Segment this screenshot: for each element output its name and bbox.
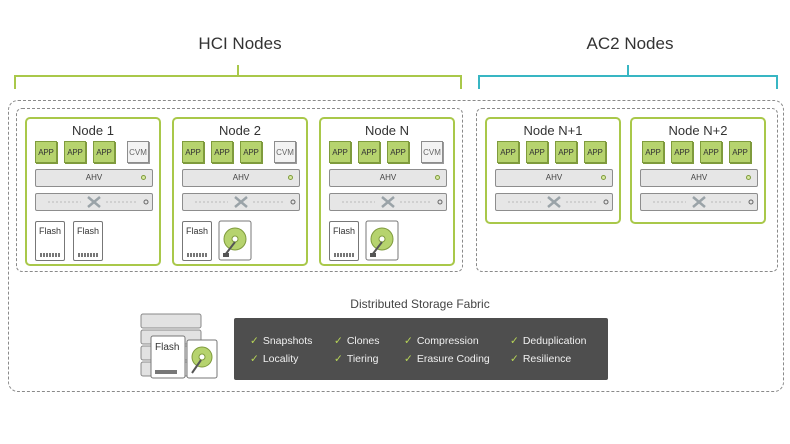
cvm-icon: CVM: [274, 141, 296, 163]
app-icon: APP: [358, 141, 380, 163]
server-bar: [182, 193, 300, 211]
dsf-title: Distributed Storage Fabric: [350, 297, 490, 311]
nutanix-x-icon: [48, 196, 149, 208]
app-icon: APP: [211, 141, 233, 163]
server-bar: [495, 193, 613, 211]
status-led-icon: [435, 175, 440, 180]
server-bar: [35, 193, 153, 211]
node-title: Node N: [364, 123, 410, 138]
hypervisor-label: AHV: [232, 173, 250, 182]
app-icon: APP: [729, 141, 751, 163]
ac2-bracket: [478, 75, 778, 89]
check-icon: ✓: [250, 353, 259, 365]
hci-bracket-stem: [237, 65, 239, 75]
app-icon: APP: [64, 141, 86, 163]
flash-drive-icon: Flash: [329, 221, 359, 261]
server-bar: [329, 193, 447, 211]
hypervisor-bar: AHV: [35, 169, 153, 187]
node-title: Node N+2: [668, 123, 728, 138]
node-title: Node 1: [72, 123, 114, 138]
status-led-icon: [288, 175, 293, 180]
node-n-plus-1: Node N+1 APP APP APP APP AHV: [485, 117, 621, 224]
feature-tiering: ✓Tiering: [334, 353, 379, 365]
hdd-icon: [218, 220, 252, 261]
app-icon: APP: [93, 141, 115, 163]
app-icon: APP: [35, 141, 57, 163]
ac2-nodes-region: [476, 108, 778, 272]
nutanix-x-icon: [195, 196, 296, 208]
flash-label: Flash: [77, 226, 100, 236]
app-icon: APP: [671, 141, 693, 163]
hypervisor-label: AHV: [85, 173, 103, 182]
dsf-features-panel: ✓Snapshots ✓Clones ✓Compression ✓Dedupli…: [234, 318, 608, 380]
flash-label: Flash: [39, 226, 62, 236]
status-led-icon: [141, 175, 146, 180]
status-led-icon: [601, 175, 606, 180]
check-icon: ✓: [510, 353, 519, 365]
app-icon: APP: [329, 141, 351, 163]
app-icon: APP: [526, 141, 548, 163]
storage-stack-icon: [140, 313, 218, 379]
feature-erasure-coding: ✓Erasure Coding: [404, 353, 490, 365]
node-n: Node N APP APP APP CVM AHV Flash: [319, 117, 455, 266]
feature-deduplication: ✓Deduplication: [510, 335, 587, 347]
check-icon: ✓: [250, 335, 259, 347]
app-icon: APP: [387, 141, 409, 163]
cvm-icon: CVM: [127, 141, 149, 163]
check-icon: ✓: [510, 335, 519, 347]
app-icon: APP: [584, 141, 606, 163]
server-bar: [640, 193, 758, 211]
hypervisor-label: AHV: [545, 173, 563, 182]
node-2: Node 2 APP APP APP CVM AHV Flash: [172, 117, 308, 266]
app-icon: APP: [555, 141, 577, 163]
feature-compression: ✓Compression: [404, 335, 479, 347]
nutanix-x-icon: [508, 196, 609, 208]
feature-snapshots: ✓Snapshots: [250, 335, 313, 347]
status-led-icon: [746, 175, 751, 180]
nutanix-x-icon: [342, 196, 443, 208]
check-icon: ✓: [404, 335, 413, 347]
hypervisor-bar: AHV: [640, 169, 758, 187]
feature-clones: ✓Clones: [334, 335, 380, 347]
ac2-bracket-stem: [627, 65, 629, 75]
hypervisor-bar: AHV: [329, 169, 447, 187]
ac2-nodes-title: AC2 Nodes: [586, 34, 674, 53]
check-icon: ✓: [334, 335, 343, 347]
hci-nodes-region: [16, 108, 463, 272]
flash-label: Flash: [186, 226, 209, 236]
hdd-icon: [365, 220, 399, 261]
flash-drive-icon: Flash: [182, 221, 212, 261]
check-icon: ✓: [334, 353, 343, 365]
app-icon: APP: [240, 141, 262, 163]
node-n-plus-2: Node N+2 APP APP APP APP AHV: [630, 117, 766, 224]
flash-drive-icon: Flash: [73, 221, 103, 261]
flash-label: Flash: [333, 226, 356, 236]
app-icon: APP: [642, 141, 664, 163]
node-1: Node 1 APP APP APP CVM AHV Flash Flash: [25, 117, 161, 266]
node-title: Node N+1: [523, 123, 583, 138]
node-title: Node 2: [219, 123, 261, 138]
hci-bracket: [14, 75, 462, 89]
nutanix-x-icon: [653, 196, 754, 208]
app-icon: APP: [182, 141, 204, 163]
feature-resilience: ✓Resilience: [510, 353, 572, 365]
hci-nodes-title: HCI Nodes: [198, 34, 282, 53]
hypervisor-label: AHV: [690, 173, 708, 182]
feature-locality: ✓Locality: [250, 353, 299, 365]
cluster-container: [8, 100, 784, 392]
app-icon: APP: [497, 141, 519, 163]
app-icon: APP: [700, 141, 722, 163]
hypervisor-bar: AHV: [495, 169, 613, 187]
cvm-icon: CVM: [421, 141, 443, 163]
check-icon: ✓: [404, 353, 413, 365]
hypervisor-bar: AHV: [182, 169, 300, 187]
hypervisor-label: AHV: [379, 173, 397, 182]
dsf-flash-label: Flash: [155, 342, 180, 353]
flash-drive-icon: Flash: [35, 221, 65, 261]
